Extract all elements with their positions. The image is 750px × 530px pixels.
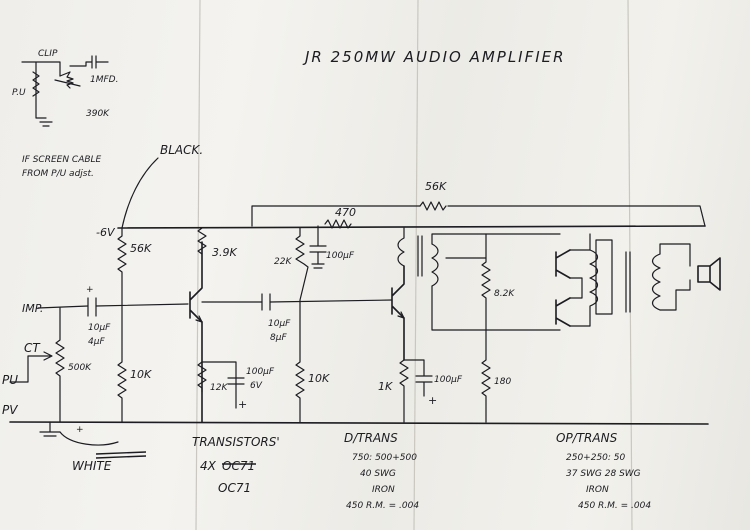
inset-res-label: 390K: [86, 109, 110, 119]
resistor-3-9k: [197, 227, 207, 255]
inset-clip-label: CLIP: [38, 49, 58, 59]
capacitor-100uf-emitter: [227, 377, 245, 385]
speaker-icon: [697, 257, 721, 291]
transistor-1-emitter-arrow: [195, 315, 203, 323]
label-56k-a: 56K: [130, 242, 152, 255]
inset-pu-label: P.U: [12, 88, 26, 98]
optrans-wire: 37 SWG 28 SWG: [566, 469, 641, 479]
driver-secondary-wires: [431, 233, 561, 331]
label-c10-mid-a: 10µF: [268, 319, 291, 329]
white-strike: [95, 451, 147, 459]
capacitor-100uf-top: [309, 225, 327, 269]
label-c100-right: 100µF: [434, 375, 463, 385]
feedback-wire: [251, 205, 706, 227]
driver-transformer-core: [417, 235, 423, 277]
driver-transformer-secondary: [431, 243, 439, 287]
white-lead: [59, 431, 119, 446]
label-180: 180: [494, 377, 511, 387]
paper-fold-left: [195, 0, 201, 530]
output-transformer-core: [625, 251, 631, 313]
dtrans-core: IRON: [372, 485, 395, 495]
label-pot-500k: 500K: [68, 363, 92, 373]
imp-label: IMP.: [22, 302, 43, 315]
label-470: 470: [335, 206, 356, 219]
transistors-type: OC71: [218, 481, 251, 495]
ground-plus: +: [76, 425, 84, 435]
output-transistor-wiring: [569, 233, 591, 327]
ground-rail: [9, 421, 709, 425]
potentiometer-500k: [55, 307, 65, 423]
label-c10-mid-b: 8µF: [270, 333, 287, 343]
ground-symbol: [39, 421, 61, 437]
emitter-cap-plus: +: [238, 398, 247, 411]
label-c6v: 6V: [250, 381, 263, 391]
dtrans-wire: 40 SWG: [360, 469, 396, 479]
transistor-1: [189, 241, 203, 423]
black-lead-label: BLACK.: [160, 143, 203, 157]
label-c10-a: 10µF: [88, 323, 111, 333]
transistors-count: 4X: [200, 459, 217, 473]
speaker-wires: [659, 243, 691, 311]
label-c100-mid: 100µF: [246, 367, 275, 377]
label-1k: 1K: [378, 380, 393, 393]
transistor-2-emitter-arrow: [397, 311, 405, 319]
input-plus: +: [86, 285, 94, 295]
dtrans-turns: 750: 500+500: [352, 453, 417, 463]
ct-label: CT: [24, 341, 41, 355]
label-3-9k: 3.9K: [212, 246, 237, 259]
label-10k-b: 10K: [308, 372, 330, 385]
resistor-8-2k-180: [481, 233, 491, 423]
optrans-turns: 250+250: 50: [566, 453, 626, 463]
label-56k-feedback: 56K: [425, 180, 447, 193]
transistors-count-struck: OC71: [222, 459, 255, 473]
label-c10-b: 4µF: [88, 337, 105, 347]
paper-fold-middle: [413, 0, 419, 530]
driver-transformer-primary: [397, 227, 405, 267]
white-lead-label: WHITE: [72, 459, 112, 473]
right-cap-plus: +: [428, 394, 437, 407]
negative-rail: [117, 225, 706, 229]
label-c100-top: 100µF: [326, 251, 355, 261]
label-10k-a: 10K: [130, 368, 152, 381]
resistor-1k-cap: [399, 359, 433, 423]
inset-note-line2: FROM P/U adjst.: [22, 169, 94, 179]
pot-wiper: [9, 351, 53, 383]
optrans-spec: 450 R.M. = .004: [578, 501, 651, 511]
resistor-470: [324, 219, 352, 229]
inset-note-line1: IF SCREEN CABLE: [22, 155, 102, 165]
input-wire: [37, 303, 189, 309]
label-8-2k: 8.2K: [494, 289, 515, 299]
resistor-56k-feedback: [419, 201, 447, 211]
dtrans-title: D/TRANS: [344, 431, 398, 445]
output-transistors: [555, 249, 571, 327]
dtrans-spec: 450 R.M. = .004: [346, 501, 419, 511]
transistors-title: TRANSISTORS': [192, 435, 280, 449]
label-22k: 22K: [274, 257, 292, 267]
resistor-22k-10k: [295, 227, 309, 423]
optrans-title: OP/TRANS: [556, 431, 618, 445]
rail-minus6v-label: -6V: [96, 226, 116, 239]
interstage-wire: [201, 299, 393, 303]
capacitor-interstage: [261, 293, 271, 311]
divider-56k-10k: [117, 227, 127, 423]
capacitor-input: [87, 297, 97, 317]
inset-pickup-circuit: CLIP P.U 1MFD. 390K IF SCREEN CABLE FROM…: [12, 49, 118, 179]
black-lead: [121, 157, 159, 229]
inset-cap-label: 1MFD.: [90, 75, 118, 85]
output-transformer-secondary: [651, 253, 661, 311]
resistor-12k: [197, 361, 237, 409]
pu-label: PU: [2, 373, 18, 387]
transistor-2: [391, 265, 405, 361]
optrans-core: IRON: [586, 485, 609, 495]
schematic-title: JR 250MW AUDIO AMPLIFIER: [302, 48, 566, 66]
pv-label: PV: [2, 403, 18, 417]
output-transformer-frame: [595, 239, 613, 315]
label-12k: 12K: [210, 383, 228, 393]
